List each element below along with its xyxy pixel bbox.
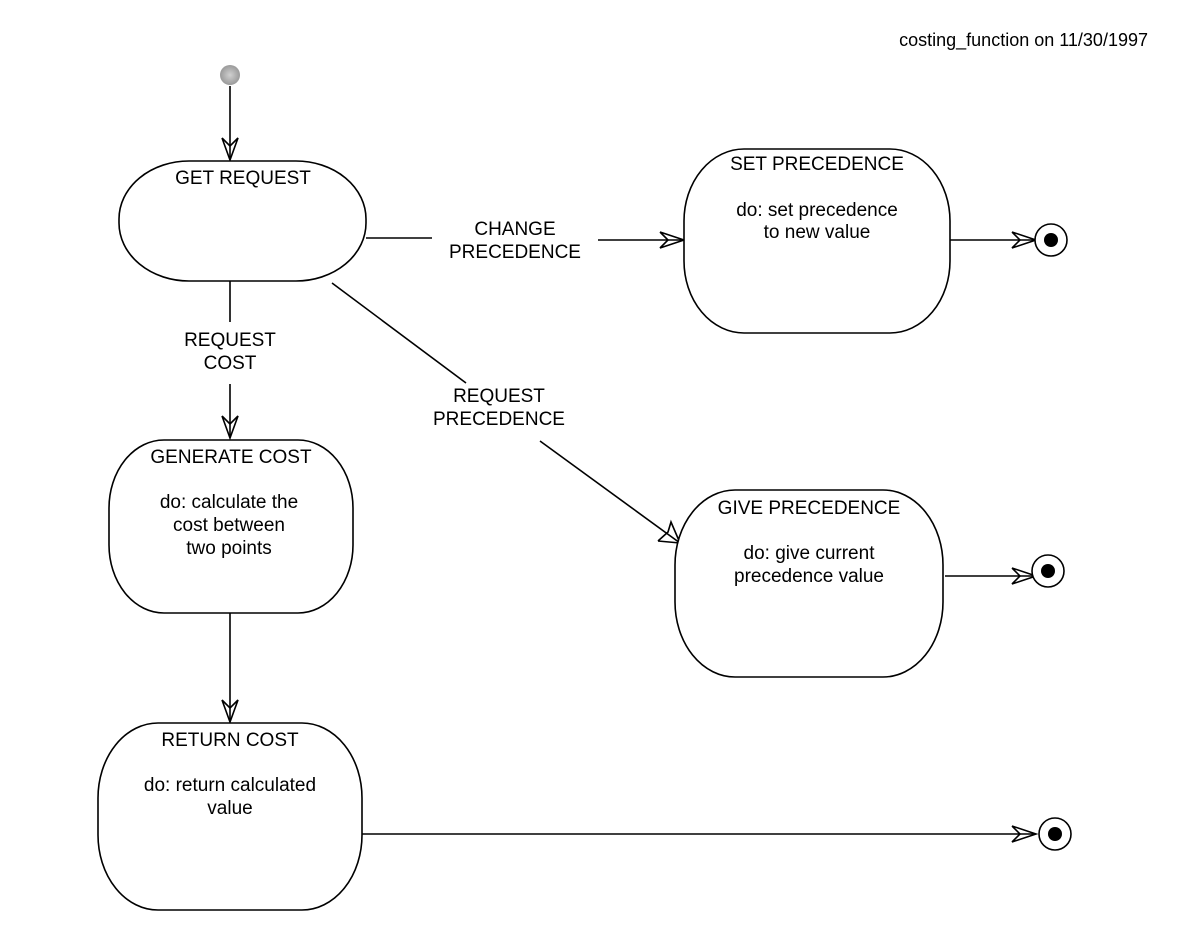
- svg-text:GET REQUEST: GET REQUEST: [175, 168, 311, 189]
- arrowhead: [1011, 567, 1039, 585]
- svg-text:do: return calculated: do: return calculated: [144, 775, 316, 796]
- svg-text:RETURN COST: RETURN COST: [161, 730, 299, 751]
- svg-text:two points: two points: [186, 538, 272, 559]
- svg-text:COST: COST: [204, 353, 257, 374]
- arrowhead: [659, 231, 687, 249]
- svg-text:GENERATE COST: GENERATE COST: [150, 447, 312, 468]
- diagram-header: costing_function on 11/30/1997: [899, 30, 1148, 51]
- state-set-precedence: SET PRECEDENCE do: set precedence to new…: [683, 148, 951, 334]
- arrowhead: [657, 519, 682, 544]
- transition-label-change-precedence: CHANGE PRECEDENCE: [449, 219, 581, 263]
- svg-text:cost between: cost between: [173, 515, 285, 536]
- transition-request-precedence-line-b: [539, 440, 681, 544]
- svg-text:PRECEDENCE: PRECEDENCE: [449, 242, 581, 263]
- svg-text:CHANGE: CHANGE: [474, 219, 555, 240]
- svg-text:do: calculate the: do: calculate the: [160, 492, 298, 513]
- svg-text:value: value: [207, 798, 252, 819]
- arrowhead: [1011, 825, 1039, 843]
- svg-text:GIVE PRECEDENCE: GIVE PRECEDENCE: [718, 498, 901, 519]
- state-generate-cost: GENERATE COST do: calculate the cost bet…: [108, 439, 354, 614]
- state-return-cost: RETURN COST do: return calculated value: [97, 722, 363, 911]
- svg-text:do: set precedence: do: set precedence: [736, 200, 898, 221]
- arrowhead: [221, 699, 239, 725]
- arrowhead: [1011, 231, 1039, 249]
- transition-label-request-cost: REQUEST COST: [184, 330, 276, 374]
- svg-text:REQUEST: REQUEST: [453, 386, 545, 407]
- transition-request-precedence-line-a: [331, 282, 467, 384]
- state-get-request: GET REQUEST: [118, 160, 367, 282]
- svg-text:SET PRECEDENCE: SET PRECEDENCE: [730, 154, 904, 175]
- svg-text:do: give current: do: give current: [744, 543, 876, 564]
- state-give-precedence: GIVE PRECEDENCE do: give current precede…: [674, 489, 944, 678]
- arrowhead: [221, 415, 239, 441]
- arrowhead: [221, 137, 239, 163]
- svg-text:PRECEDENCE: PRECEDENCE: [433, 409, 565, 430]
- final-state-icon: [1038, 817, 1072, 851]
- svg-text:to new value: to new value: [764, 222, 871, 243]
- final-state-icon: [1034, 223, 1068, 257]
- svg-text:precedence value: precedence value: [734, 566, 884, 587]
- svg-text:REQUEST: REQUEST: [184, 330, 276, 351]
- final-state-icon: [1031, 554, 1065, 588]
- initial-state: [220, 65, 240, 85]
- transition-label-request-precedence: REQUEST PRECEDENCE: [433, 386, 565, 430]
